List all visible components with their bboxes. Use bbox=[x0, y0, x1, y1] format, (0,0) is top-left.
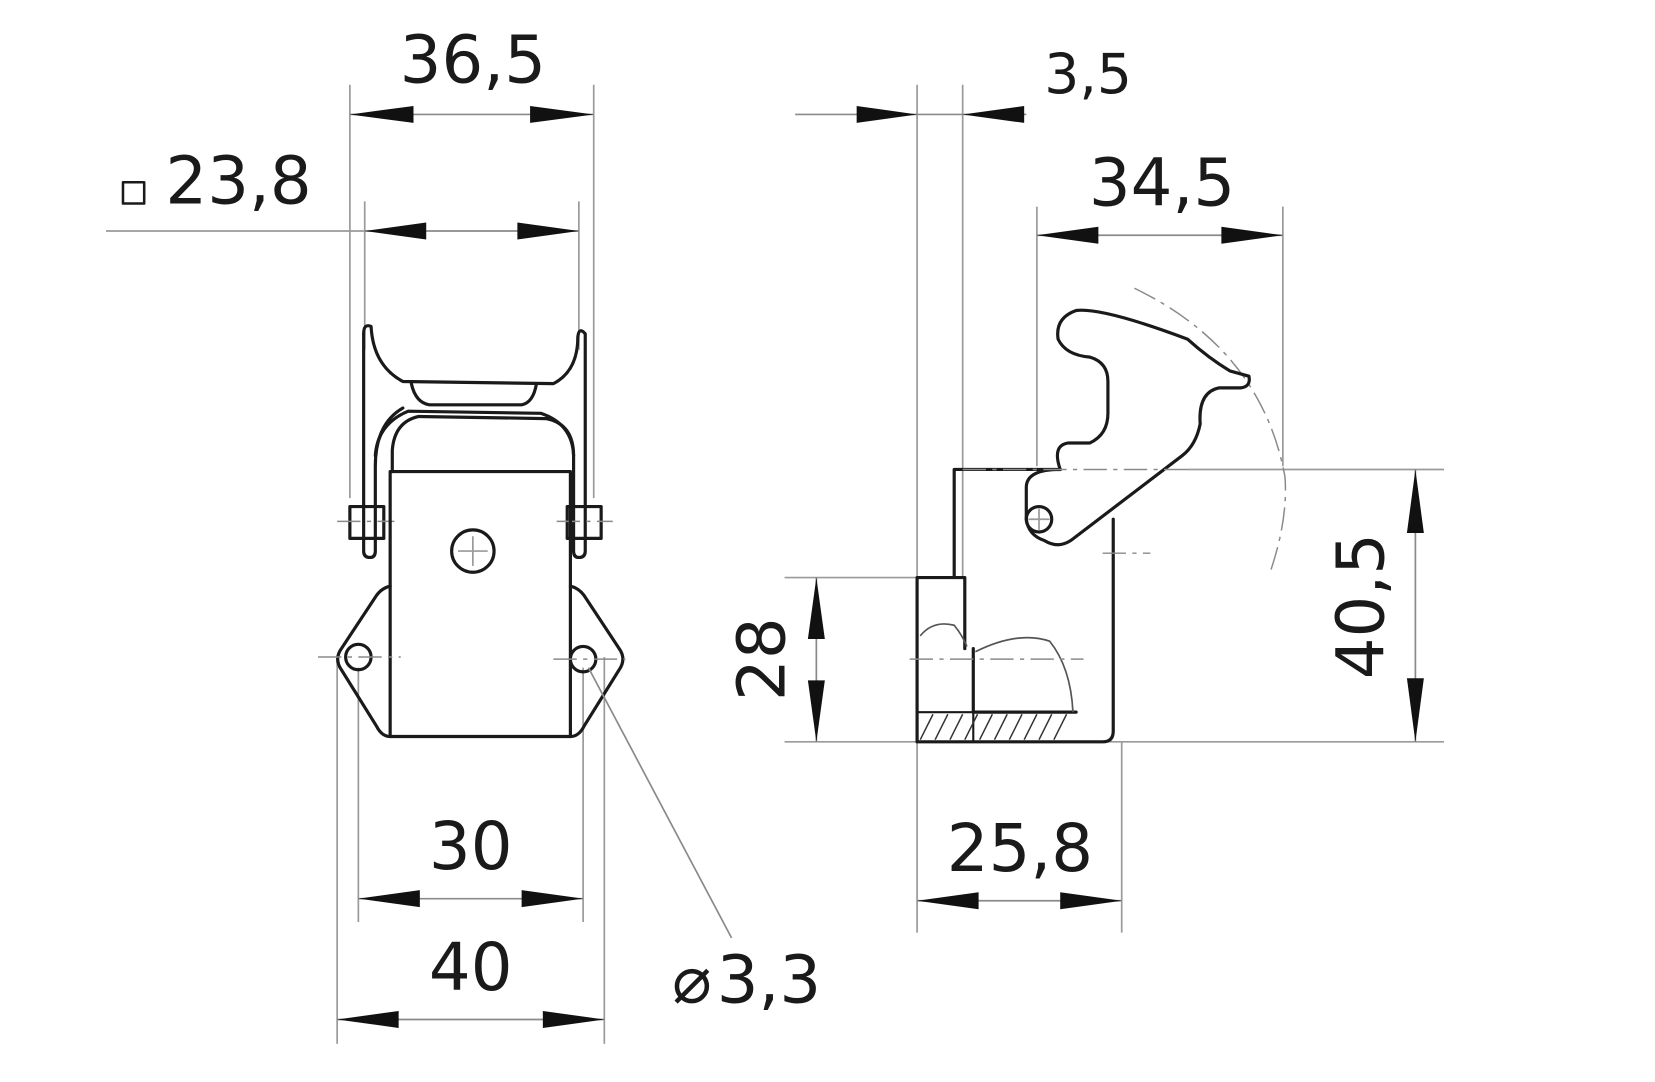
dim-overall-height: 40,5 bbox=[1324, 533, 1400, 679]
dim-square-size: 23,8 bbox=[165, 143, 311, 219]
dim-lever-width: 34,5 bbox=[1089, 146, 1235, 222]
side-view: 3,5 34,5 28 40,5 25,8 bbox=[725, 42, 1445, 933]
dim-hole-diameter-symbol: ⌀ bbox=[672, 943, 712, 1019]
square-symbol-icon bbox=[121, 181, 146, 205]
dim-hole-spacing: 30 bbox=[429, 809, 513, 885]
front-view: 36,5 23,8 30 40 ⌀ 3,3 bbox=[106, 23, 821, 1044]
dim-hole-diameter: 3,3 bbox=[717, 943, 822, 1019]
dim-overall-width: 40 bbox=[429, 930, 513, 1006]
dim-base-height: 28 bbox=[725, 617, 801, 701]
dim-wall-offset: 3,5 bbox=[1044, 42, 1132, 106]
dim-base-depth: 25,8 bbox=[947, 811, 1093, 887]
dim-top-width: 36,5 bbox=[400, 23, 546, 99]
